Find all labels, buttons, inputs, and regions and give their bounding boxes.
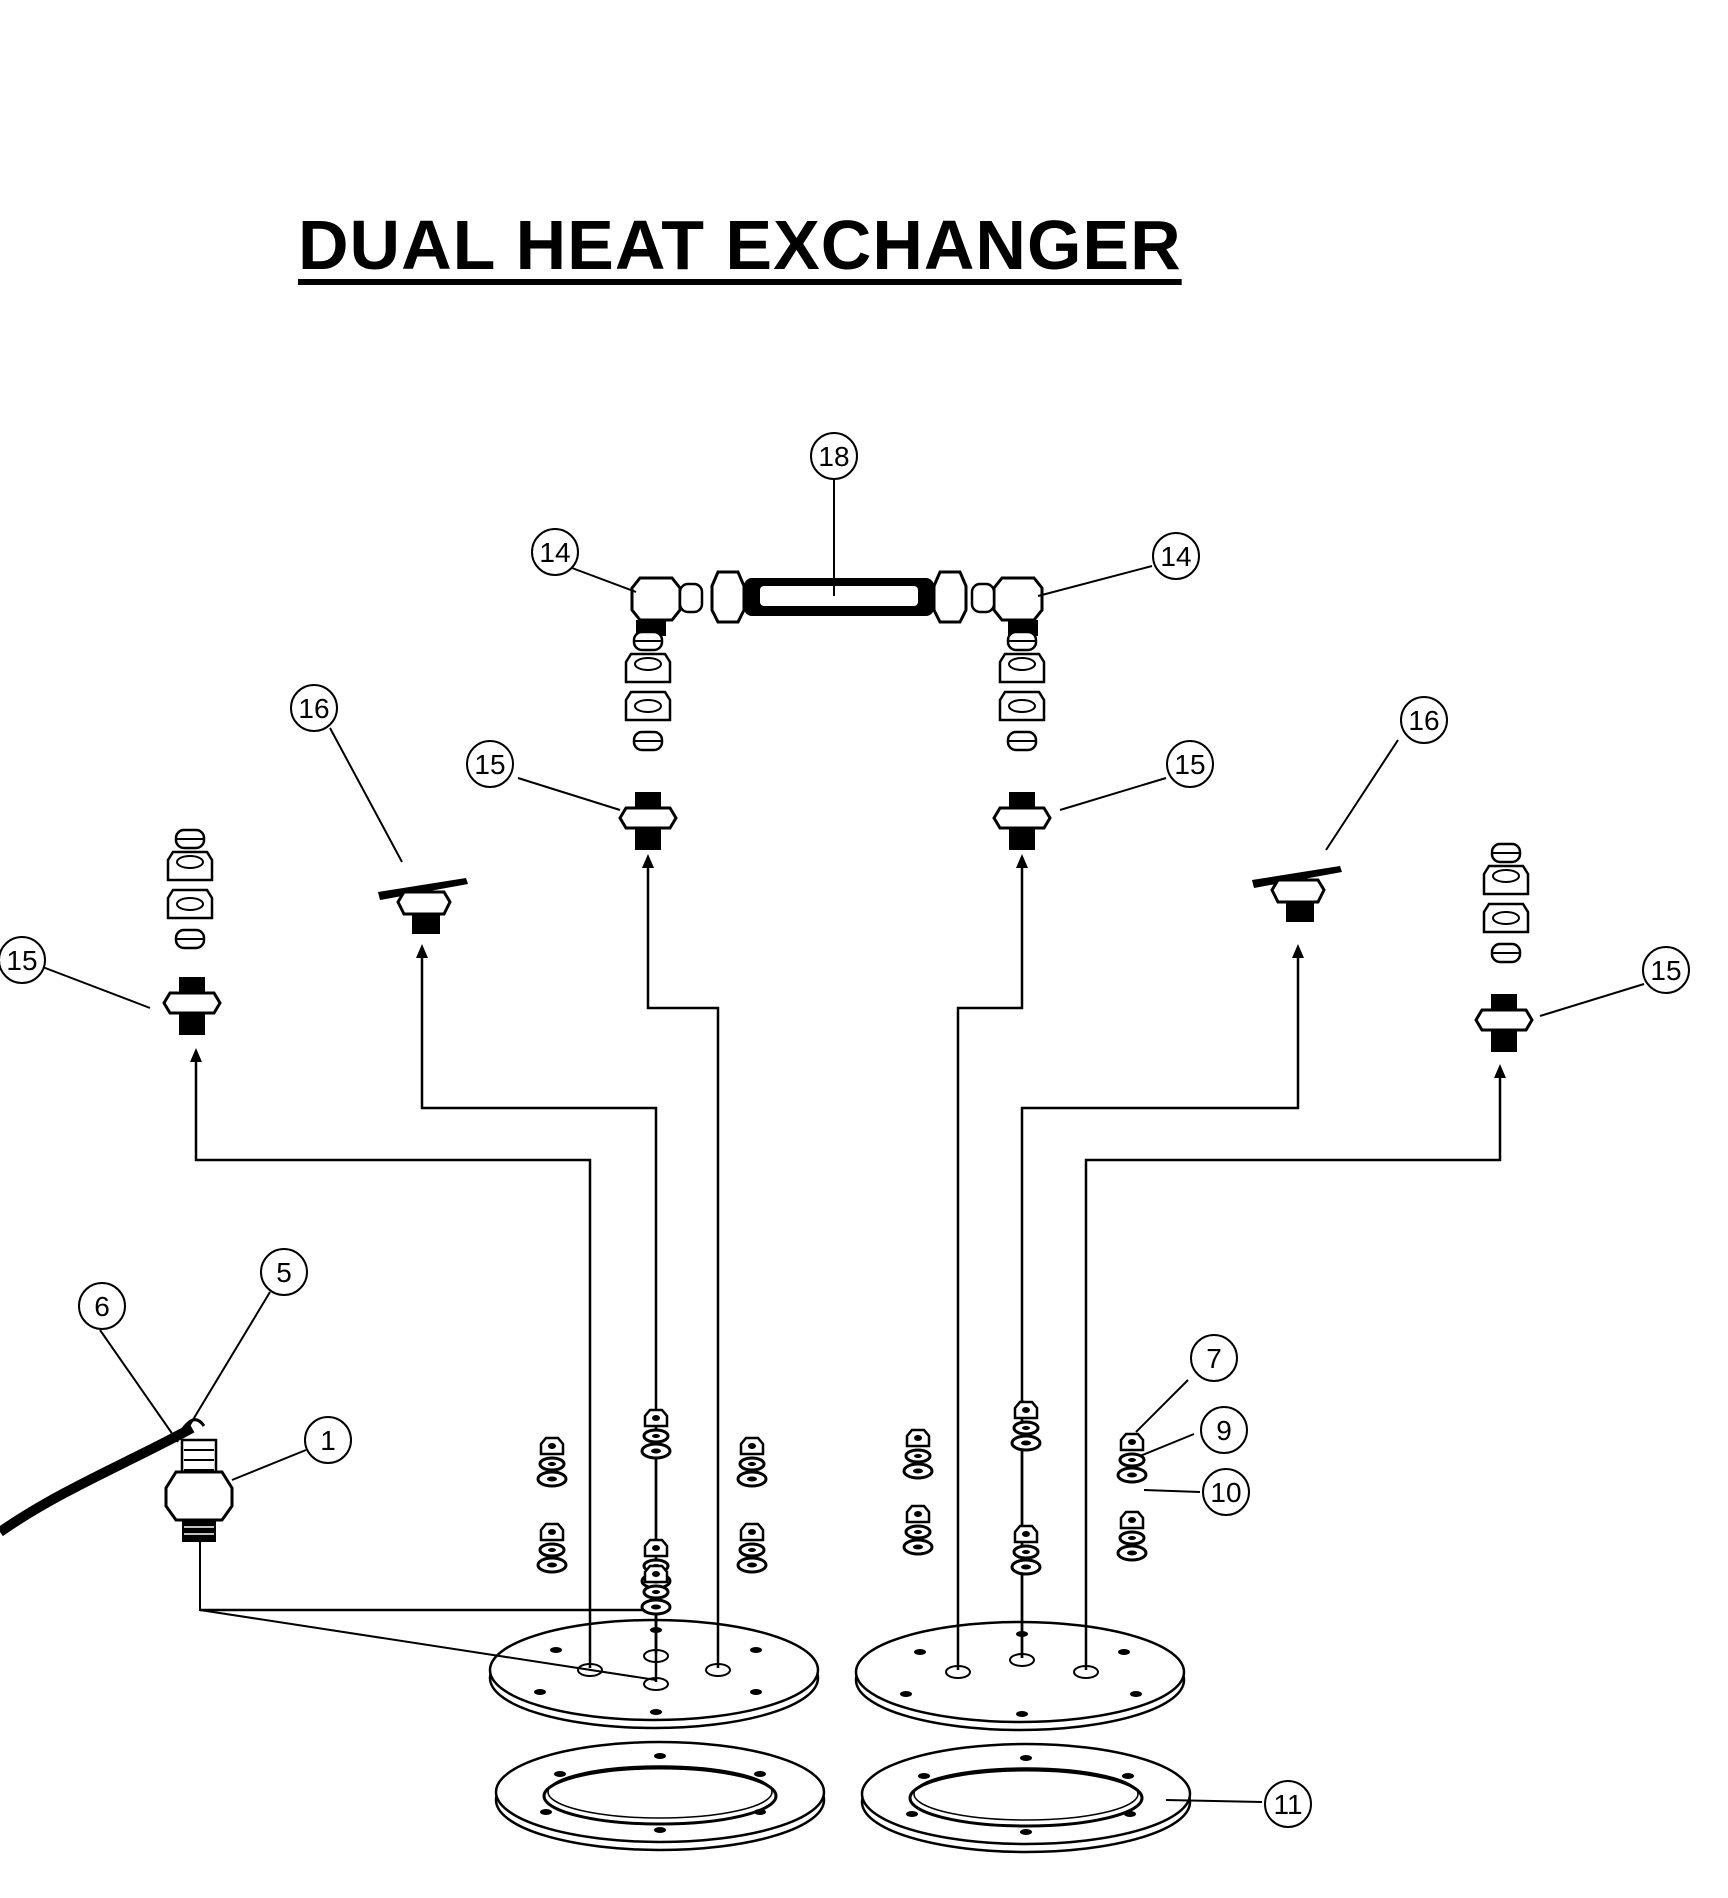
callout-1: 1	[304, 1416, 352, 1464]
svg-text:1: 1	[320, 1425, 336, 1456]
tee-handle-valve	[376, 876, 470, 936]
svg-text:11: 11	[1273, 1789, 1302, 1820]
fitting-stack	[166, 828, 214, 950]
callout-11: 11	[1264, 1780, 1312, 1828]
leader-lines	[39, 478, 1645, 1803]
nut-washer-stack	[640, 1408, 672, 1460]
fitting-stack	[1482, 842, 1530, 964]
nut-washer-stack	[536, 1436, 568, 1488]
nut-washer-stack	[1010, 1400, 1042, 1452]
nut-washer-stack	[902, 1504, 934, 1556]
svg-text:15: 15	[6, 945, 37, 976]
male-connector	[992, 790, 1052, 852]
svg-text:15: 15	[474, 749, 505, 780]
callout-7: 7	[1190, 1334, 1238, 1382]
callout-15: 15	[1166, 740, 1214, 788]
callout-15: 15	[0, 936, 46, 984]
fitting-stack	[624, 630, 672, 752]
svg-text:5: 5	[276, 1257, 292, 1288]
diagram-title: DUAL HEAT EXCHANGER	[298, 206, 1182, 284]
svg-text:18: 18	[818, 441, 849, 472]
callout-10: 10	[1202, 1468, 1250, 1516]
temperature-sensor	[0, 1418, 234, 1542]
callout-18: 18	[810, 432, 858, 480]
nut-washer-stack	[640, 1564, 672, 1616]
nut-washer-stack	[736, 1436, 768, 1488]
nut-washer-stack	[1116, 1510, 1148, 1562]
svg-text:14: 14	[1160, 541, 1191, 572]
svg-text:9: 9	[1216, 1415, 1232, 1446]
callout-14: 14	[531, 528, 579, 576]
flange-plate-left	[488, 1618, 820, 1730]
svg-text:10: 10	[1210, 1477, 1241, 1508]
male-connector	[162, 975, 222, 1037]
callout-15: 15	[1642, 946, 1690, 994]
routing-lines	[194, 858, 1502, 1682]
svg-text:6: 6	[94, 1291, 110, 1322]
svg-text:7: 7	[1206, 1343, 1222, 1374]
male-connector	[618, 790, 678, 852]
nut-washer-stack	[736, 1522, 768, 1574]
callout-6: 6	[78, 1282, 126, 1330]
svg-text:15: 15	[1174, 749, 1205, 780]
arrowheads	[190, 854, 1506, 1078]
fitting-stack	[998, 630, 1046, 752]
nut-washer-stack	[1116, 1432, 1148, 1484]
flange-plate-right	[854, 1620, 1186, 1732]
svg-text:16: 16	[298, 693, 329, 724]
svg-text:15: 15	[1650, 955, 1681, 986]
callout-9: 9	[1200, 1406, 1248, 1454]
nut-washer-stack	[1010, 1524, 1042, 1576]
gasket-right	[860, 1742, 1192, 1854]
male-connector	[1474, 992, 1534, 1054]
callout-16: 16	[1400, 696, 1448, 744]
nut-washer-stack	[536, 1522, 568, 1574]
gasket-left	[494, 1740, 826, 1852]
callout-14: 14	[1152, 532, 1200, 580]
svg-text:16: 16	[1408, 705, 1439, 736]
nut-washer-stack	[902, 1428, 934, 1480]
pipe-nipple	[710, 570, 968, 624]
callout-15: 15	[466, 740, 514, 788]
tee-handle-valve	[1250, 864, 1344, 924]
callout-16: 16	[290, 684, 338, 732]
elbow-right	[970, 576, 1044, 636]
callout-5: 5	[260, 1248, 308, 1296]
svg-text:14: 14	[539, 537, 570, 568]
elbow-left	[630, 576, 704, 636]
